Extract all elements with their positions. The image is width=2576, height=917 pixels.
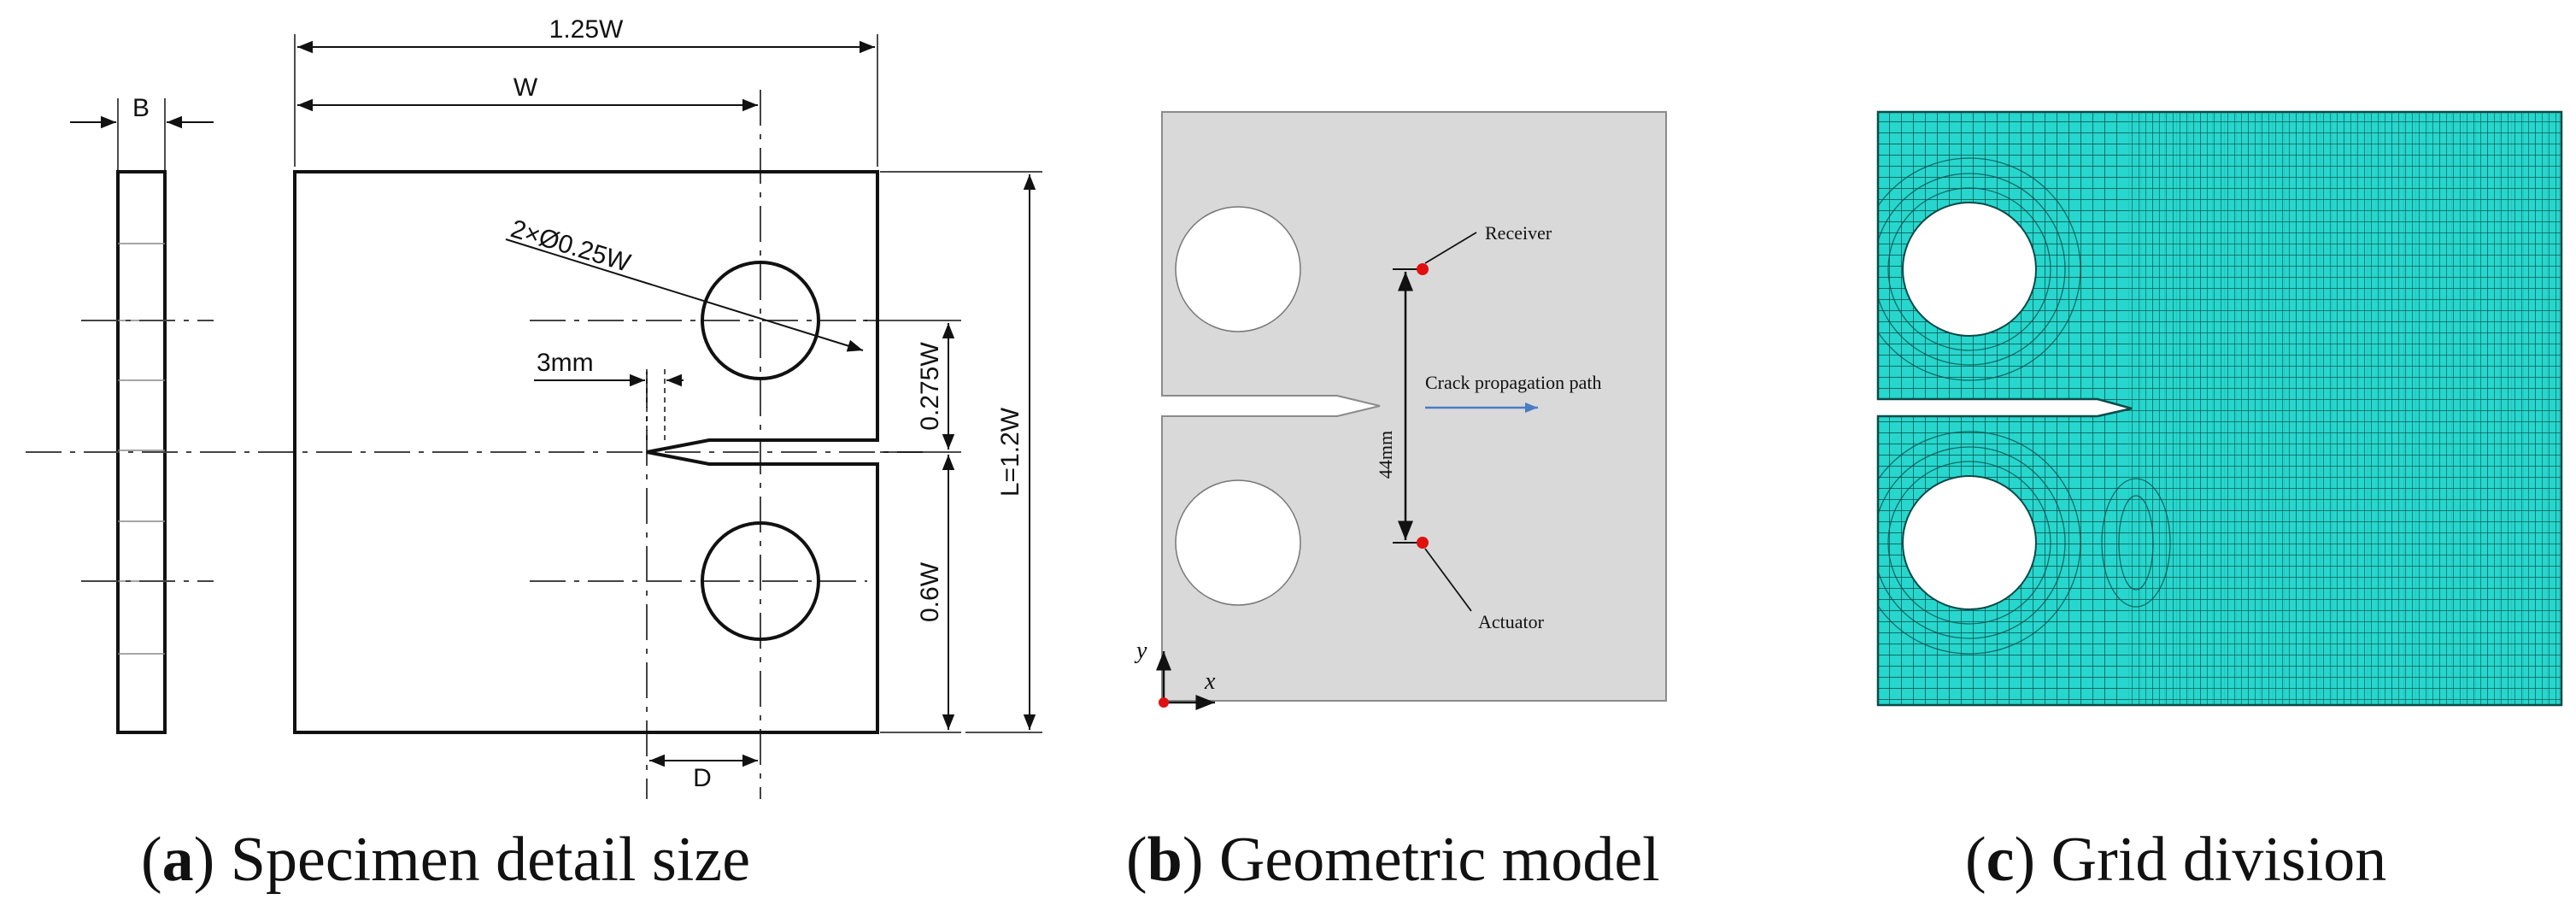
upper-hole (701, 261, 820, 380)
side-view-hatch (118, 243, 165, 655)
caption-a: (a) Specimen detail size (141, 825, 750, 895)
receiver-sensor (1417, 263, 1429, 275)
model-upper-hole (1175, 206, 1301, 332)
axis-x-label: x (1204, 668, 1216, 695)
model-plate (1161, 111, 1667, 702)
mesh-lower-hole (1902, 475, 2037, 610)
actuator-label: Actuator (1478, 611, 1545, 632)
dim-length-label: L=1.2W (996, 407, 1024, 497)
dim-w-label: W (513, 73, 538, 102)
dim-offset-label: 0.275W (916, 342, 944, 431)
dim-b-label: B (132, 94, 150, 122)
centerlines (26, 90, 923, 799)
dim-lower-label: 0.6W (916, 561, 944, 622)
dim-notch-label: 3mm (537, 349, 594, 377)
ct-specimen-outline (293, 170, 879, 734)
dim-hole-label: 2×Ø0.25W (508, 215, 634, 278)
lower-hole (701, 521, 820, 641)
caption-b: (b) Geometric model (1126, 825, 1660, 895)
distance-label: 44mm (1375, 431, 1396, 479)
axis-y-label: y (1134, 638, 1147, 664)
mesh-upper-hole (1902, 202, 2037, 337)
panel-a-drawing: B 1.25W W 2×Ø0.25W 3mm (26, 15, 1042, 799)
mesh-outline (1876, 110, 2563, 707)
receiver-label: Receiver (1485, 222, 1552, 244)
panel-c-mesh (1876, 110, 2563, 707)
model-lower-hole (1175, 479, 1301, 606)
dim-125w-label: 1.25W (549, 15, 624, 44)
caption-c: (c) Grid division (1965, 825, 2386, 895)
origin-point (1159, 697, 1169, 708)
panel-b-model: 44mm Receiver Actuator Crack propagation… (1134, 111, 1667, 710)
crack-path-label: Crack propagation path (1425, 372, 1602, 393)
actuator-sensor (1417, 537, 1429, 549)
dim-d-label: D (693, 764, 712, 792)
